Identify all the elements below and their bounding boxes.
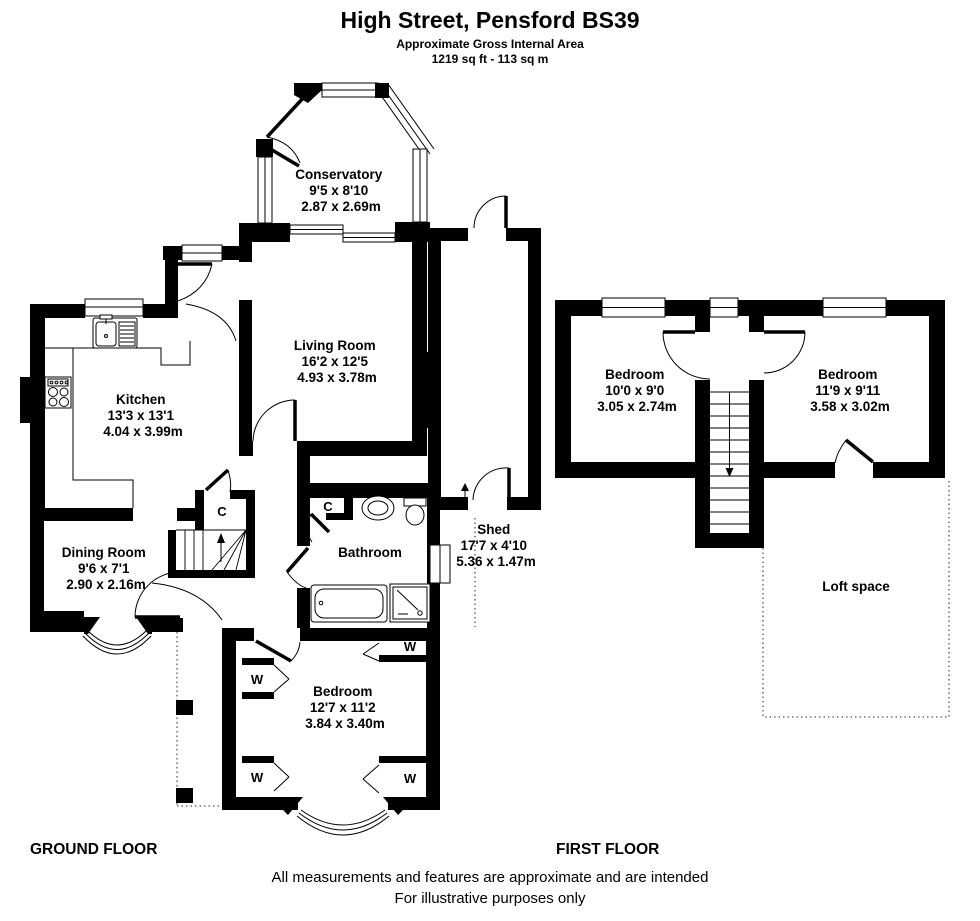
- stairs-up-arrow: [217, 533, 225, 543]
- hall-stairs: C: [168, 468, 255, 578]
- first-floor-plan: Bedroom 10'0 x 9'0 3.05 x 2.74m Bedroom …: [555, 297, 950, 718]
- wardrobe-label: W: [251, 770, 264, 785]
- room-label-bathroom: Bathroom: [338, 545, 402, 560]
- ground-floor-labels: Conservatory 9'5 x 8'10 2.87 x 2.69m Liv…: [62, 166, 536, 731]
- room-label-loft: Loft space: [822, 579, 890, 594]
- loft-outline: [762, 480, 950, 718]
- shed-walls: [428, 195, 541, 510]
- kitchen-fixtures: [44, 314, 191, 508]
- room-label-conservatory: Conservatory 9'5 x 8'10 2.87 x 2.69m: [295, 166, 387, 214]
- bathroom-fixtures: [310, 495, 431, 623]
- dining-room-walls: [30, 520, 223, 655]
- stairs-down-arrow: [725, 468, 734, 477]
- living-room-walls: [239, 242, 437, 456]
- plan-header: High Street, Pensford BS39 Approximate G…: [340, 7, 639, 66]
- first-floor-caption: FIRST FLOOR: [556, 841, 659, 858]
- kitchen-walls: [20, 223, 252, 521]
- first-floor-labels: Bedroom 10'0 x 9'0 3.05 x 2.74m Bedroom …: [597, 366, 890, 594]
- wardrobe-label: W: [404, 771, 417, 786]
- conservatory: [252, 82, 435, 243]
- closet-label: C: [323, 499, 333, 514]
- page-subtitle: Approximate Gross Internal Area: [396, 37, 584, 51]
- room-label-bedroom-left: Bedroom 10'0 x 9'0 3.05 x 2.74m: [597, 366, 677, 414]
- room-label-bedroom-right: Bedroom 11'9 x 9'11 3.58 x 3.02m: [810, 366, 890, 414]
- bedroom-walls-ground: [222, 628, 440, 836]
- room-label-shed: Shed 17'7 x 4'10 5.36 x 1.47m: [456, 521, 536, 569]
- ground-floor-caption: GROUND FLOOR: [30, 841, 157, 858]
- bathtub: [310, 584, 388, 623]
- first-floor-walls: [555, 297, 945, 548]
- side-passage: [176, 518, 476, 807]
- plan-footer: GROUND FLOOR FIRST FLOOR All measurement…: [30, 841, 708, 907]
- disclaimer-line-1: All measurements and features are approx…: [272, 869, 709, 886]
- room-label-kitchen: Kitchen 13'3 x 13'1 4.04 x 3.99m: [103, 391, 183, 439]
- closet-label: C: [217, 504, 227, 519]
- room-label-dining-room: Dining Room 9'6 x 7'1 2.90 x 2.16m: [62, 544, 150, 592]
- first-floor-stairs: [710, 391, 749, 525]
- room-label-living-room: Living Room 16'2 x 12'5 4.93 x 3.78m: [294, 337, 380, 385]
- shed-up-arrow: [461, 483, 469, 491]
- toilet-bowl: [405, 504, 425, 526]
- bathroom-walls: C: [285, 456, 451, 628]
- ground-floor-plan: C: [20, 82, 541, 836]
- wardrobe-label: W: [251, 672, 264, 687]
- disclaimer-line-2: For illustrative purposes only: [395, 890, 586, 907]
- page-title: High Street, Pensford BS39: [340, 7, 639, 33]
- wardrobes: W W W W: [242, 639, 426, 794]
- room-label-bedroom-ground: Bedroom 12'7 x 11'2 3.84 x 3.40m: [305, 683, 385, 731]
- page-area: 1219 sq ft - 113 sq m: [432, 52, 549, 66]
- wardrobe-label: W: [404, 639, 417, 654]
